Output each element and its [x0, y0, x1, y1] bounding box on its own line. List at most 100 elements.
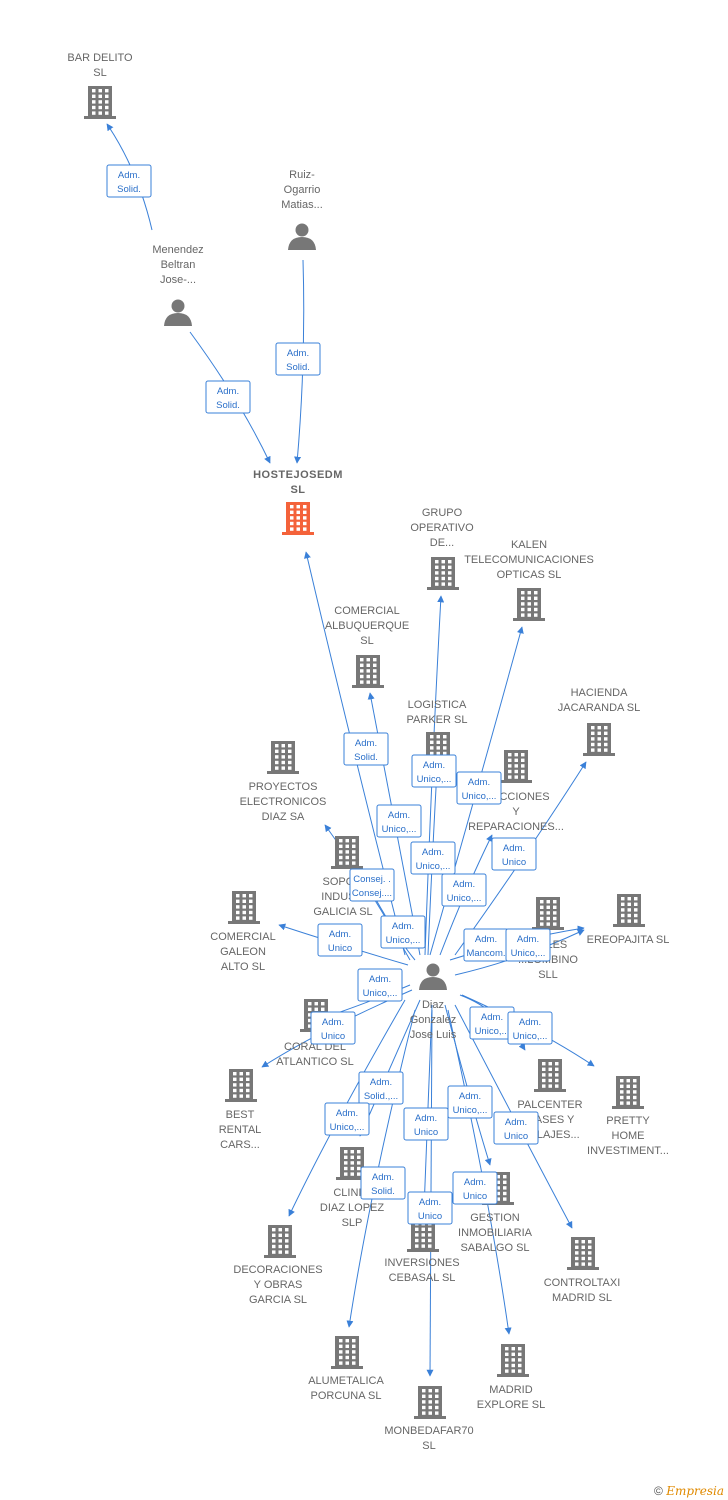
edge-label-box[interactable]	[507, 1011, 553, 1045]
building-icon[interactable]	[513, 588, 545, 621]
edge-label-box[interactable]	[407, 1191, 453, 1225]
building-icon[interactable]	[331, 836, 363, 869]
building-icon[interactable]	[567, 1237, 599, 1270]
node-construcciones[interactable]: ...UCCIONESYREPARACIONES...	[468, 750, 564, 833]
edge-label[interactable]: Adm.Unico,...	[411, 754, 457, 788]
edge-label-box[interactable]	[275, 342, 321, 376]
edge-label-box[interactable]	[324, 1102, 370, 1136]
node-pretty[interactable]: PRETTYHOMEINVESTIMENT...	[587, 1076, 669, 1157]
edge-label[interactable]: Adm.Solid.	[106, 164, 152, 198]
edge-label-box[interactable]	[410, 841, 456, 875]
building-icon[interactable]	[264, 1225, 296, 1258]
edge-label[interactable]: Adm.Unico	[452, 1171, 498, 1205]
building-icon[interactable]	[497, 1344, 529, 1377]
node-best[interactable]: BESTRENTALCARS...	[219, 1069, 262, 1151]
edge-label-box[interactable]	[357, 968, 403, 1002]
building-icon[interactable]	[225, 1069, 257, 1102]
edge-label[interactable]: Adm.Unico,...	[469, 1006, 515, 1040]
node-ruiz[interactable]: Ruiz-OgarrioMatias...	[281, 169, 323, 250]
edge-label-box[interactable]	[310, 1011, 356, 1045]
edge-label[interactable]: Adm.Unico,...	[410, 841, 456, 875]
edge-label[interactable]: Adm.Unico	[493, 1111, 539, 1145]
edge-label[interactable]: Adm.Unico,...	[507, 1011, 553, 1045]
building-icon[interactable]	[282, 502, 314, 535]
building-icon[interactable]	[613, 894, 645, 927]
edge-label-box[interactable]	[505, 928, 551, 962]
edge-label[interactable]: Adm.Solid.	[343, 732, 389, 766]
node-grupo[interactable]: GRUPOOPERATIVODE...	[410, 507, 474, 590]
building-icon[interactable]	[532, 897, 564, 930]
building-icon[interactable]	[352, 655, 384, 688]
node-label: PARKER SL	[407, 714, 468, 726]
edge-label-box[interactable]	[452, 1171, 498, 1205]
edge-label[interactable]: Adm.Unico,...	[441, 873, 487, 907]
edge-label[interactable]: Adm.Unico,...	[447, 1085, 493, 1119]
edge-label[interactable]: Adm.Solid.	[275, 342, 321, 376]
brand-logo[interactable]: Empresia	[666, 1484, 724, 1498]
edge-label[interactable]: Adm.Solid.	[360, 1166, 406, 1200]
building-icon[interactable]	[534, 1059, 566, 1092]
building-icon[interactable]	[414, 1386, 446, 1419]
edge-label-box[interactable]	[360, 1166, 406, 1200]
building-icon[interactable]	[267, 741, 299, 774]
person-icon[interactable]	[164, 299, 192, 327]
edge-label[interactable]: Adm.Unico,...	[380, 915, 426, 949]
edge-label-box[interactable]	[447, 1085, 493, 1119]
edge-label-box[interactable]	[205, 380, 251, 414]
node-menendez[interactable]: MenendezBeltranJose-...	[152, 244, 204, 327]
edge-label-box[interactable]	[411, 754, 457, 788]
edge-label[interactable]: Adm.Mancom.	[463, 928, 509, 962]
building-icon[interactable]	[84, 86, 116, 119]
edge-label-box[interactable]	[106, 164, 152, 198]
edge-label[interactable]: Consej. .Consej....	[349, 868, 395, 902]
building-icon[interactable]	[612, 1076, 644, 1109]
edge-label-box[interactable]	[380, 915, 426, 949]
edge-label-box[interactable]	[493, 1111, 539, 1145]
edge-label-box[interactable]	[343, 732, 389, 766]
edge-label[interactable]: Adm.Solid.,...	[358, 1071, 404, 1105]
edge-label[interactable]: Adm.Solid.	[205, 380, 251, 414]
edge-label-box[interactable]	[349, 868, 395, 902]
person-icon[interactable]	[419, 963, 447, 991]
building-icon[interactable]	[500, 750, 532, 783]
edge-label[interactable]: Adm.Unico,...	[357, 968, 403, 1002]
edge-label-box[interactable]	[441, 873, 487, 907]
edge-label[interactable]: Adm.Unico	[317, 923, 363, 957]
edge-label-box[interactable]	[491, 837, 537, 871]
edge-label[interactable]: Adm.Unico,...	[324, 1102, 370, 1136]
edge-label-box[interactable]	[376, 804, 422, 838]
building-icon[interactable]	[427, 557, 459, 590]
edge-label[interactable]: Adm.Unico	[407, 1191, 453, 1225]
edge-label[interactable]: Adm.Unico,...	[376, 804, 422, 838]
edge-label[interactable]: Adm.Unico	[491, 837, 537, 871]
edge-label-box[interactable]	[403, 1107, 449, 1141]
edge-label[interactable]: Adm.Unico	[403, 1107, 449, 1141]
edge-label-box[interactable]	[358, 1071, 404, 1105]
edge-label-box[interactable]	[317, 923, 363, 957]
edge-label[interactable]: Adm.Unico	[310, 1011, 356, 1045]
edge-label[interactable]: Adm.Unico,...	[456, 771, 502, 805]
building-icon[interactable]	[331, 1336, 363, 1369]
edge-label[interactable]: Adm.Unico,...	[505, 928, 551, 962]
person-icon[interactable]	[288, 223, 316, 251]
building-icon[interactable]	[583, 723, 615, 756]
edge-label-box[interactable]	[456, 771, 502, 805]
building-icon[interactable]	[336, 1147, 368, 1180]
building-icon[interactable]	[228, 891, 260, 924]
node-ereopajita[interactable]: EREOPAJITA SL	[587, 894, 670, 946]
